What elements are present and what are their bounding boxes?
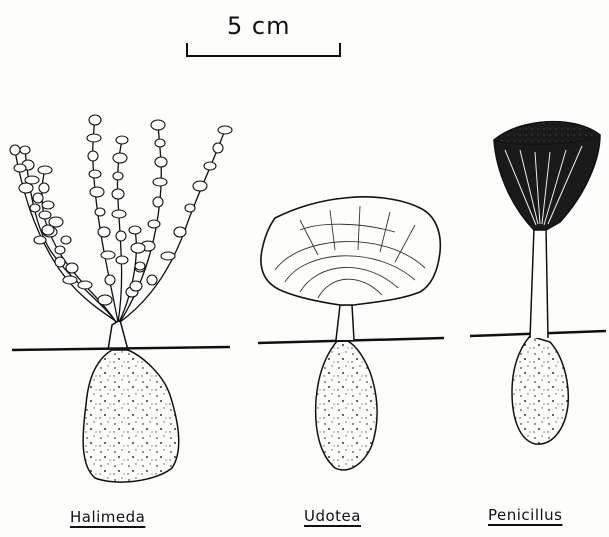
halimeda-segment (95, 208, 105, 216)
halimeda-segment (204, 162, 216, 170)
udotea-label: Udotea (304, 507, 361, 525)
halimeda-segment (39, 183, 49, 193)
halimeda-segment (113, 172, 123, 180)
halimeda-segment (131, 243, 145, 253)
halimeda-segment (10, 145, 20, 155)
halimeda-segment (135, 262, 145, 270)
halimeda-segment (38, 166, 52, 174)
halimeda-segment (213, 143, 223, 153)
halimeda-segment (49, 217, 63, 227)
halimeda-segment (14, 164, 26, 172)
halimeda-segment (30, 204, 40, 212)
scale-bar (187, 43, 340, 57)
halimeda-segment (42, 201, 54, 209)
penicillus-label: Penicillus (488, 506, 563, 524)
halimeda-segment (116, 256, 128, 264)
halimeda-segment (98, 227, 110, 237)
halimeda-segment (174, 227, 186, 237)
halimeda-segment (98, 295, 112, 305)
halimeda-holdfast (83, 350, 179, 482)
halimeda-segment (20, 146, 30, 154)
halimeda-segment (89, 170, 101, 178)
udotea-drawing (261, 197, 440, 470)
halimeda-segment (116, 136, 128, 144)
halimeda-segment (153, 178, 167, 186)
halimeda-segment (87, 134, 101, 142)
halimeda-segment (34, 236, 46, 244)
halimeda-segment (19, 183, 33, 193)
halimeda-segment (185, 204, 195, 212)
halimeda-segment (63, 276, 77, 284)
halimeda-drawing (10, 115, 232, 482)
udotea-blade (261, 197, 440, 305)
halimeda-segment (153, 197, 163, 207)
halimeda-segment (112, 210, 126, 218)
halimeda-segment (147, 275, 157, 285)
halimeda-segment (116, 231, 126, 241)
halimeda-segment (55, 257, 65, 267)
halimeda-segment (193, 181, 207, 191)
sediment-surface-lines (12, 331, 606, 350)
halimeda-segment (89, 115, 101, 125)
penicillus-holdfast (512, 336, 568, 444)
halimeda-segment (101, 251, 115, 259)
halimeda-segment (33, 193, 43, 203)
udotea-holdfast (316, 340, 377, 470)
halimeda-segment (105, 275, 115, 285)
halimeda-label: Halimeda (70, 508, 145, 526)
halimeda-segment (218, 126, 232, 134)
halimeda-segment (113, 153, 127, 163)
halimeda-segment (151, 120, 165, 130)
halimeda-segment (155, 157, 167, 167)
halimeda-segment (130, 281, 142, 291)
penicillus-drawing (494, 122, 600, 445)
halimeda-segment (112, 189, 124, 199)
halimeda-segment (161, 252, 175, 260)
halimeda-segment (88, 151, 98, 161)
halimeda-segment (155, 139, 165, 147)
halimeda-segment (66, 263, 78, 273)
halimeda-segment (148, 220, 160, 228)
halimeda-segment (39, 211, 51, 219)
halimeda-segment (90, 187, 104, 197)
scale-bar-label: 5 cm (227, 12, 290, 40)
halimeda-segment (78, 281, 92, 289)
halimeda-segment (55, 246, 65, 254)
halimeda-segment (129, 226, 141, 234)
halimeda-segment (61, 236, 71, 244)
